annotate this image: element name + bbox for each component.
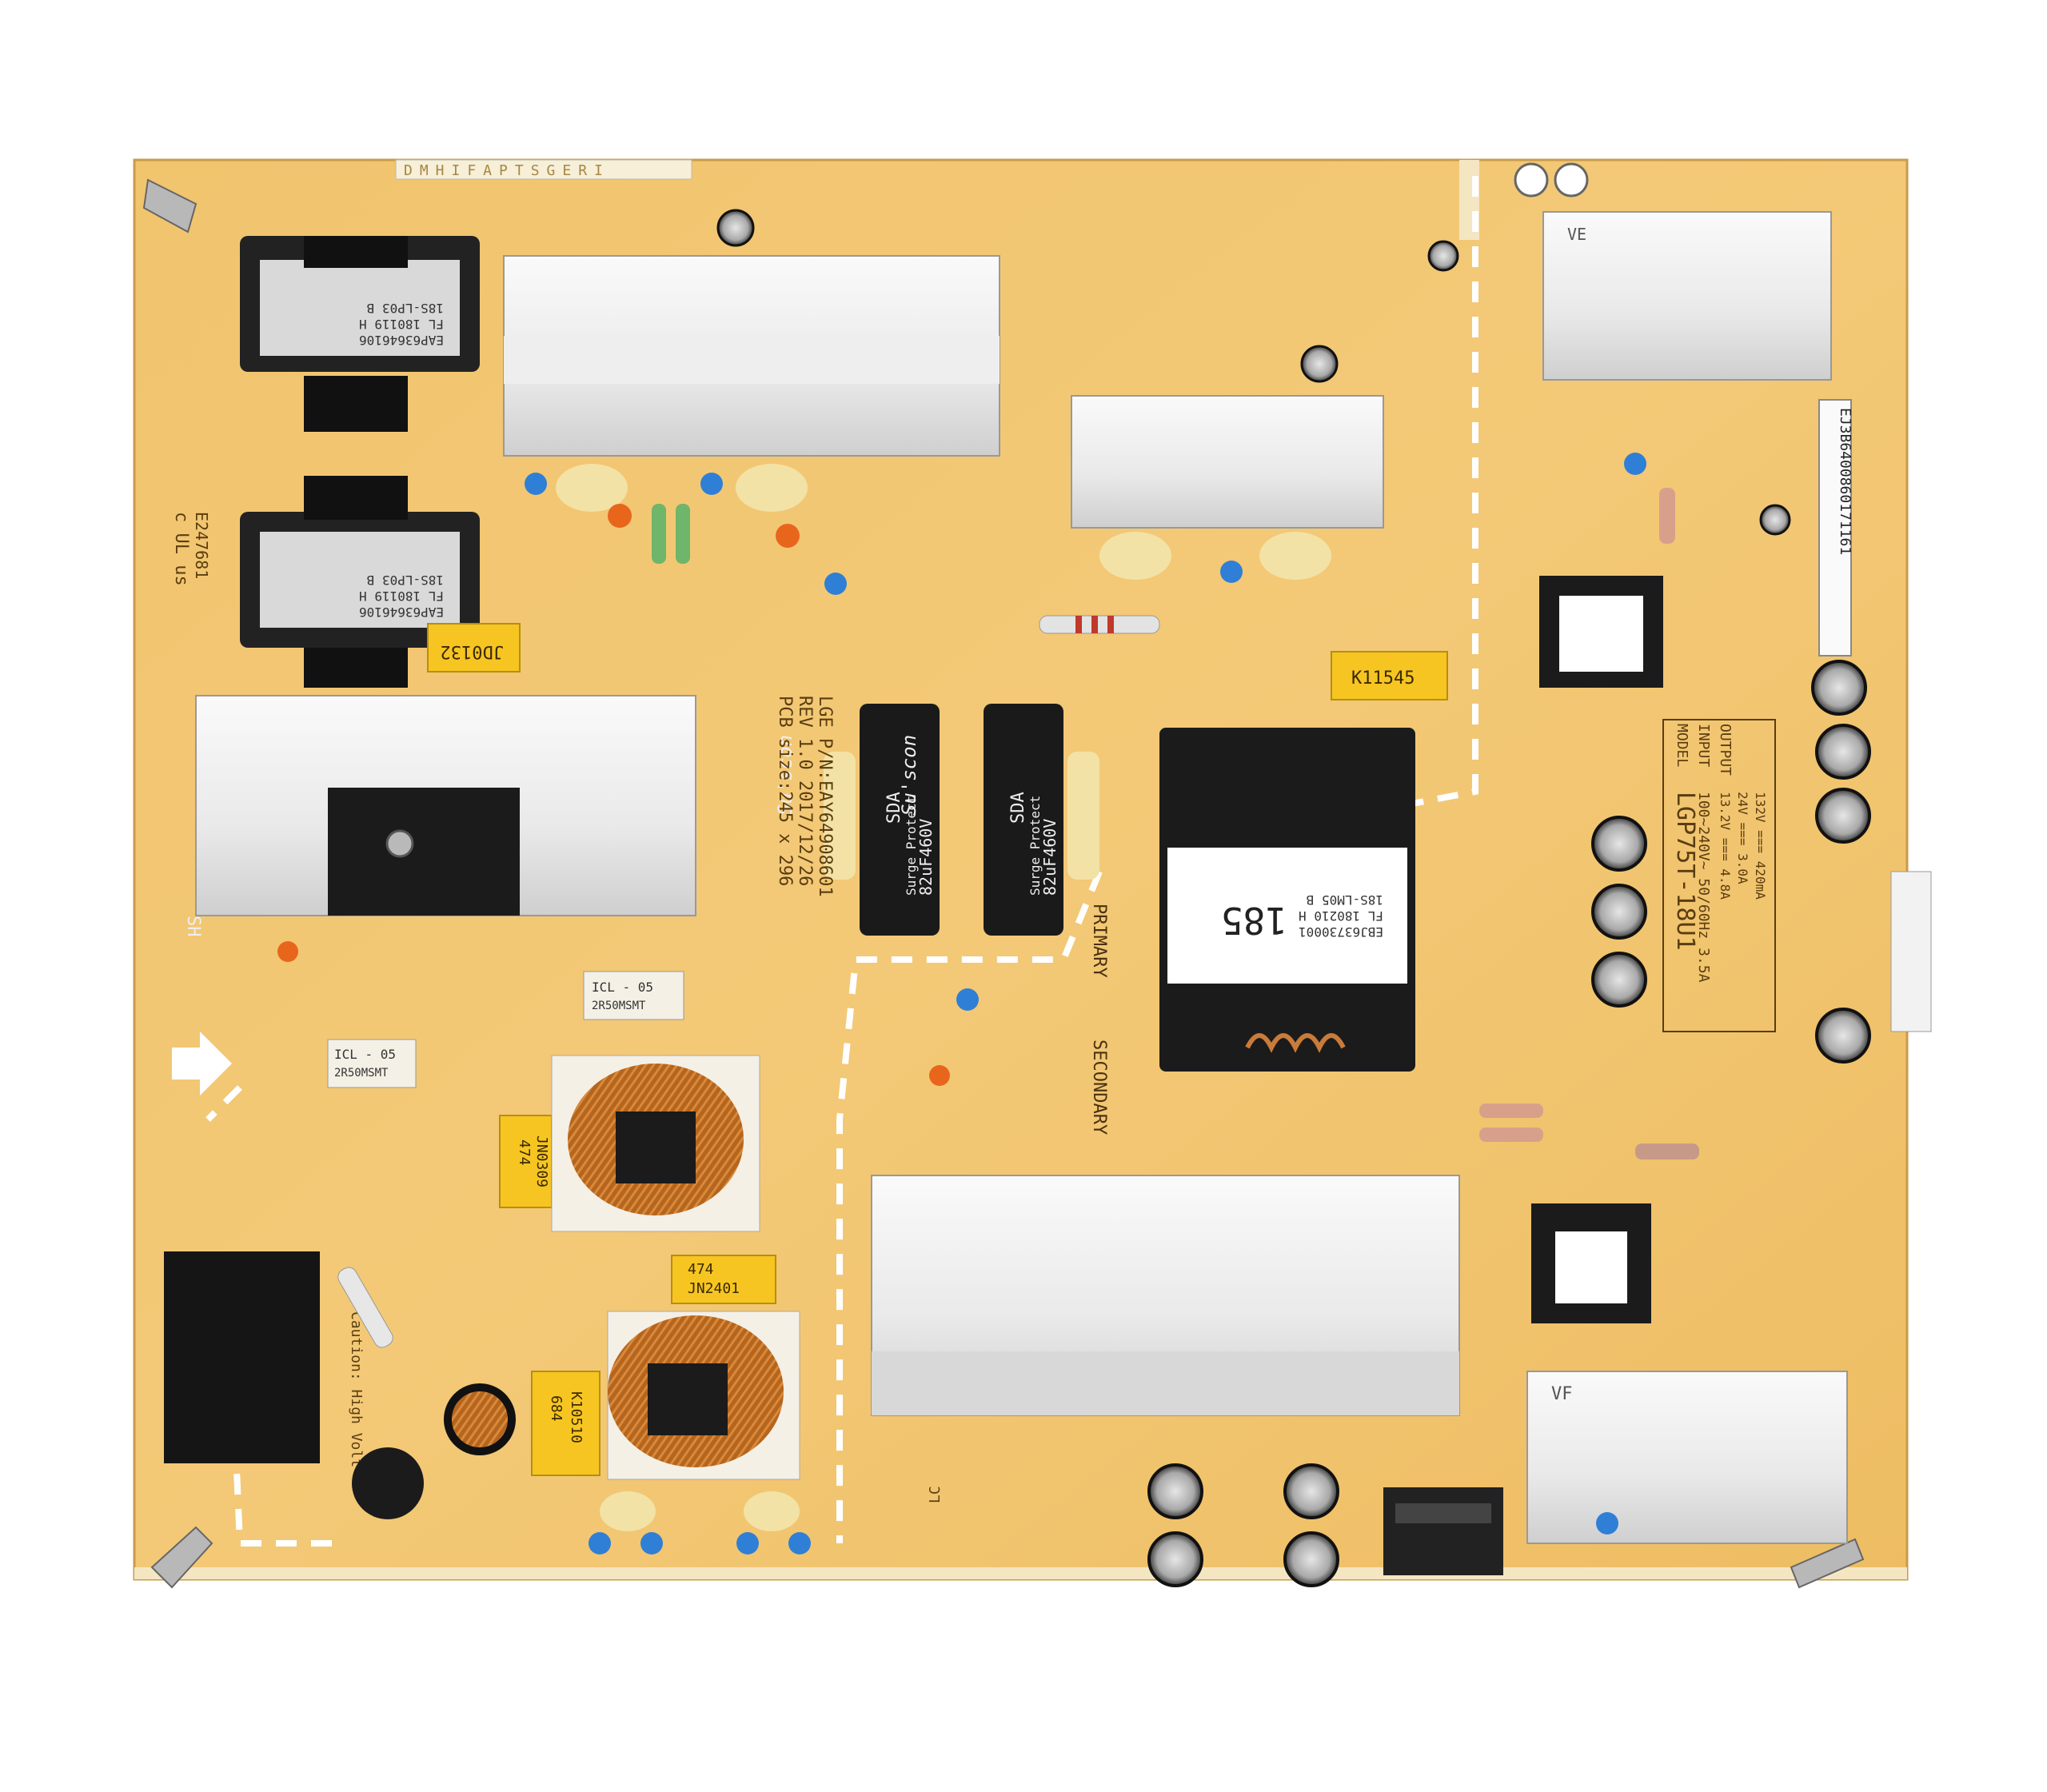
svg-text:FL 180119 H: FL 180119 H	[359, 589, 444, 604]
svg-text:OUTPUT: OUTPUT	[1717, 724, 1734, 776]
svg-text:ICL - 05: ICL - 05	[334, 1047, 396, 1062]
label-sh: SH	[183, 916, 203, 937]
label-secondary: SECONDARY	[1089, 1040, 1109, 1135]
ul-code: E247681	[192, 512, 211, 579]
electrolytic-capacitors	[716, 209, 1871, 1587]
yellow-capacitor-4: 474 JN2401	[671, 1255, 776, 1304]
ceramic-capacitors	[525, 453, 1646, 1555]
top-markings: DMHIFAPTSGERI	[404, 162, 610, 179]
heatsink-mid	[1071, 395, 1384, 529]
svg-text:MODEL: MODEL	[1674, 724, 1690, 767]
svg-text:EBJ63730001: EBJ63730001	[1299, 924, 1383, 940]
svg-text:82uF460V: 82uF460V	[916, 819, 936, 896]
serial-sticker: EJ3B6400860171161	[1818, 399, 1853, 657]
svg-text:LGP75T-18U1: LGP75T-18U1	[1671, 792, 1699, 951]
svg-text:Su'scon: Su'scon	[774, 735, 796, 816]
svg-text:100~240V~ 50/60Hz 3.5A: 100~240V~ 50/60Hz 3.5A	[1695, 792, 1712, 983]
svg-text:18S-LM05 B: 18S-LM05 B	[1307, 892, 1383, 908]
small-choke	[444, 1383, 516, 1455]
svg-text:Su'scon: Su'scon	[898, 735, 920, 816]
output-connector-bottom	[1383, 1487, 1503, 1575]
mount-tab-br	[1790, 1538, 1865, 1589]
svg-text:SDA: SDA	[884, 792, 904, 824]
svg-text:EAP63646106: EAP63646106	[359, 605, 444, 620]
arrow-marking	[172, 1032, 232, 1096]
svg-text:82uF460V: 82uF460V	[1040, 819, 1059, 896]
svg-text:2R50MSMT: 2R50MSMT	[334, 1067, 389, 1080]
svg-text:Surge Protect: Surge Protect	[1027, 796, 1043, 896]
yellow-capacitor-1: JD0132	[427, 623, 521, 672]
fuse	[337, 1267, 393, 1348]
orange-capacitors	[277, 504, 950, 1086]
svg-text:18S-LP03 B: 18S-LP03 B	[367, 301, 444, 316]
svg-text:474: 474	[516, 1139, 533, 1166]
mount-tab-tr	[1514, 162, 1589, 198]
icl-thermistor-2: ICL - 05 2R50MSMT	[327, 1039, 417, 1088]
svg-text:REV 1.0 2017/12/26: REV 1.0 2017/12/26	[795, 696, 815, 886]
standby-transformer-2: 18S-LP03 B FL 180119 H EAP63646106	[240, 476, 480, 688]
svg-text:24V === 3.0A: 24V === 3.0A	[1735, 792, 1750, 884]
inductor-bottom	[1531, 1203, 1651, 1323]
svg-text:JN2401: JN2401	[688, 1280, 740, 1297]
label-ve: VE	[1567, 225, 1586, 244]
label-vf: VF	[1551, 1384, 1573, 1404]
svg-text:Surge Protect: Surge Protect	[904, 796, 919, 896]
svg-text:FL 180210 H: FL 180210 H	[1299, 908, 1383, 924]
label-primary: PRIMARY	[1089, 904, 1109, 978]
mount-tab-bl	[150, 1526, 213, 1589]
choke-1	[551, 1055, 760, 1232]
heatsink-top-right: VE	[1542, 211, 1832, 381]
output-connector-right	[1890, 871, 1932, 1032]
svg-text:18S-LP03 B: 18S-LP03 B	[367, 573, 444, 588]
choke-2	[607, 1311, 800, 1480]
bulk-capacitor-2: Su'scon SDA Surge Protect 82uF460V	[898, 704, 1099, 936]
svg-text:LGE P/N:EAY64908601: LGE P/N:EAY64908601	[815, 696, 835, 897]
svg-text:2R50MSMT: 2R50MSMT	[592, 1000, 646, 1012]
pcb-info: PCB size:245 x 296 REV 1.0 2017/12/26 LG…	[775, 696, 835, 897]
ul-mark: c UL us	[171, 512, 191, 586]
svg-text:13.2V === 4.8A: 13.2V === 4.8A	[1718, 792, 1733, 900]
svg-text:132V === 420mA: 132V === 420mA	[1753, 792, 1768, 900]
svg-text:K10510: K10510	[568, 1391, 585, 1443]
svg-text:ICL - 05: ICL - 05	[592, 980, 653, 995]
svg-text:EJ3B6400860171161: EJ3B6400860171161	[1837, 408, 1853, 555]
disc-thermistor	[352, 1447, 424, 1519]
svg-text:PCB size:245 x 296: PCB size:245 x 296	[775, 696, 795, 886]
heatsink-bottom	[871, 1175, 1460, 1416]
svg-text:185: 185	[1221, 899, 1287, 942]
svg-text:FL 180119 H: FL 180119 H	[359, 317, 444, 332]
svg-text:JN0309: JN0309	[533, 1135, 550, 1187]
isolation-line	[205, 176, 1478, 1547]
svg-text:EAP63646106: EAP63646106	[359, 333, 444, 348]
yellow-capacitor-2: K11545	[1331, 651, 1448, 700]
inductor-top	[1539, 576, 1663, 688]
ac-input-connector: Caution: High Volt	[164, 1251, 365, 1467]
svg-text:K11545: K11545	[1351, 669, 1415, 688]
yellow-capacitor-3: 474 JN0309	[499, 1115, 553, 1208]
heatsink-top-left	[503, 255, 1000, 457]
label-lc: LC	[927, 1486, 944, 1503]
heatsink-left	[195, 695, 696, 916]
icl-thermistor-1: ICL - 05 2R50MSMT	[583, 971, 684, 1020]
svg-text:SDA: SDA	[1008, 792, 1028, 824]
main-transformer: 185 18S-LM05 B FL 180210 H EBJ63730001	[1159, 728, 1415, 1072]
heatsink-bottom-right: VF	[1526, 1371, 1848, 1544]
svg-text:Caution: High Volt: Caution: High Volt	[348, 1311, 365, 1467]
yellow-capacitor-5: 684 K10510	[531, 1371, 601, 1476]
standby-transformer-1: 18S-LP03 B FL 180119 H EAP63646106	[240, 236, 480, 432]
mount-tab-tl	[142, 178, 198, 233]
svg-text:684: 684	[548, 1395, 565, 1422]
bulk-capacitor-1: Su'scon SDA Surge Protect 82uF460V	[774, 704, 940, 936]
model-block: MODEL LGP75T-18U1 INPUT 100~240V~ 50/60H…	[1662, 719, 1776, 1032]
svg-text:474: 474	[688, 1261, 714, 1278]
resistors	[652, 488, 1699, 1159]
y-capacitors	[556, 464, 1331, 1531]
svg-text:JD0132: JD0132	[441, 641, 504, 661]
svg-text:INPUT: INPUT	[1695, 724, 1712, 767]
